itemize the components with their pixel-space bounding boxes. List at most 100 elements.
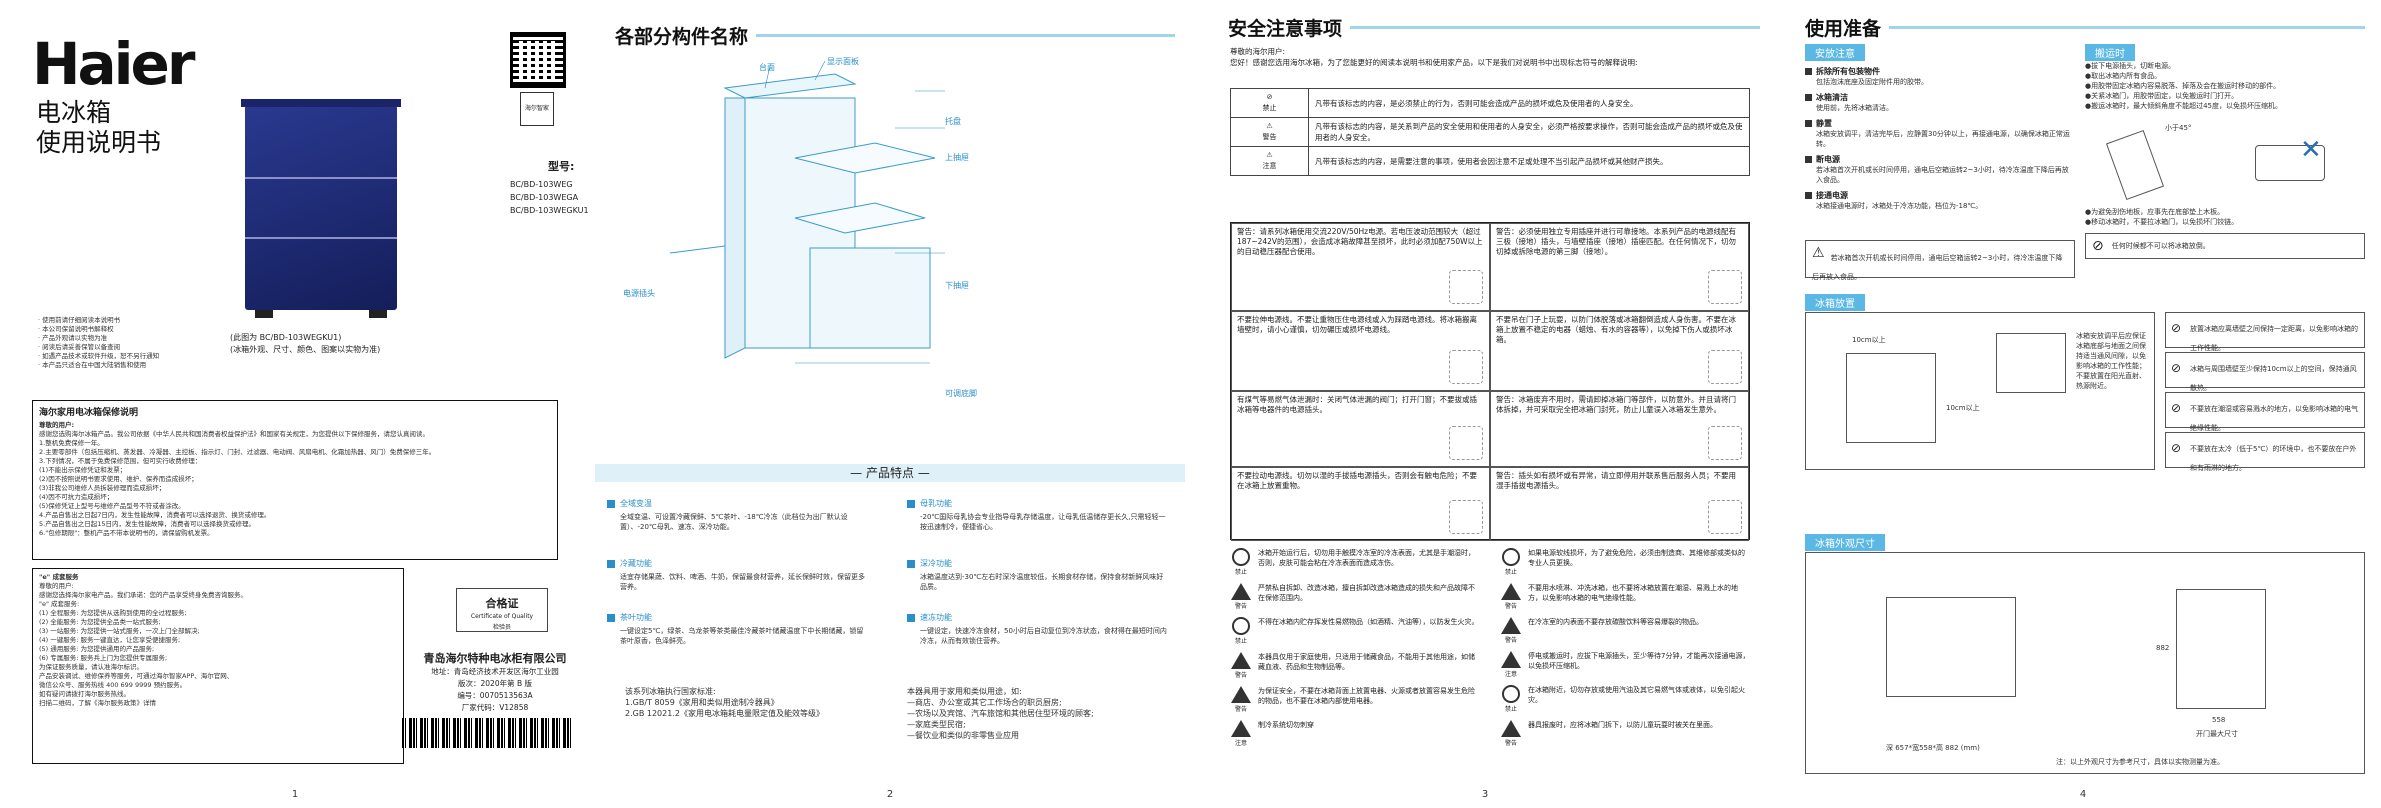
safety-cell-text: 有煤气等易燃气体泄漏时：关闭气体泄漏的阀门；打开门窗；不要拔或插冰箱等电器件的电… [1237,395,1477,414]
company-address: 地址：青岛经济技术开发区海尔工业园 [431,667,559,676]
move-extra-line: ●为避免刮伤地板，应事先在底部垫上木板。 [2085,208,2225,216]
placement-note-item: ⊘放置冰箱应离墙壁之间保持一定距离，以免影响冰箱的工作性能。 [2165,312,2365,352]
warranty-line: 1.整机免费保修一年。 [39,439,104,447]
page-safety: 安全注意事项 尊敬的海尔用户: 您好！感谢您选用海尔冰箱，为了您能更好的阅读本说… [1190,0,1780,808]
placement-note: 冰箱安放调平后应保证冰箱底部与地面之间保持适当通风间隙，以免影响冰箱的工作性能；… [2076,332,2146,390]
sign-text: 凡带有该标志的内容，是需要注意的事项，使用者会因注意不足或处理不当引起产品损坏或… [1308,146,1750,176]
warning-item: 警告不要用水喷淋、冲洗冰箱，也不要将冰箱放置在潮湿、易溅上水的地方，以免影响冰箱… [1500,583,1750,610]
title-line-2: 使用说明书 [36,128,162,157]
dims-caption-right: 开门最大尺寸 [2196,730,2238,738]
warning-item: 禁止冰箱开始运行后，切勿用手触摸冷冻室的冷冻表面，尤其是手潮湿时，否则，皮肤可能… [1230,548,1480,576]
section-title: 使用准备 [1805,18,1882,40]
safety-cell: 警告：必须使用独立专用插座并进行可靠接地。本系列产品的电源线配有三极（接地）插头… [1490,223,1749,311]
disposal-illustration-icon [1708,426,1742,460]
service-line: 尊敬的用户: [39,582,74,590]
bullet-item: · 阅读后请妥善保管以备查阅 [38,343,121,351]
barcode-icon [402,718,572,748]
warnings-right: 禁止如果电源软线损坏，为了避免危险，必须由制造商、其维修部或类似的专业人员更换。… [1500,548,1750,754]
dims-caption: 深 657*宽558*高 882 (mm) [1886,744,1980,752]
cert-subtitle: Certificate of Quality [470,613,534,620]
label-power-plug: 电源插头 [623,289,655,298]
safety-cell-text: 不要拉动电源线。切勿以湿的手拔插电源插头，否则会有触电危险；不要在冰箱上放置重物… [1237,471,1477,490]
placement-illustration: 10cm以上 10cm以上 冰箱安放调平后应保证冰箱底部与地面之间保持适当通风间… [1805,312,2155,470]
cert-title: 合格证 [485,597,519,610]
cord-illustration-icon [1449,350,1483,384]
prohibit-icon: ⊘禁止 [1230,88,1309,118]
warning-icon [1231,686,1251,703]
warning-label: 禁止 [1234,569,1247,576]
tab-placement: 冰箱放置 [1805,294,1865,311]
fridge-clearance-icon [1846,353,1936,443]
fridge-front-outline-icon [2176,589,2266,709]
side-panel-shape [724,97,746,359]
placement-note-item: ⊘不要放在潮湿或容易溅水的地方，以免影响冰箱的电气绝缘性能。 [2165,392,2365,432]
plug-illustration-icon [1449,270,1483,304]
power-cord-line [669,245,726,254]
warranty-line: (1)不能出示保修凭证和发票； [39,466,127,474]
section-header: 安全注意事项 [1228,14,1760,41]
safety-cell-text: 不要吊在门子上玩耍，以防门体脱落或冰箱翻倒造成人身伤害。不要在冰箱上放置不稳定的… [1496,315,1736,344]
safety-cell: 不要吊在门子上玩耍，以防门体脱落或冰箱翻倒造成人身伤害。不要在冰箱上放置不稳定的… [1490,311,1749,391]
caution-icon [1501,651,1521,668]
safety-cell-text: 警告：插头如有损坏或有异常，请立即停用并联系售后服务人员；不要用湿手插拔电源插头… [1496,471,1736,490]
service-line: 如有疑问请拨打海尔服务热线。 [39,690,130,698]
warning-item: 禁止不得在冰箱内贮存挥发性易燃物品（如酒精、汽油等），以防发生火灾。 [1230,617,1480,645]
qr-code-icon[interactable] [510,32,566,88]
safety-cell-text: 警告：冰箱废弃不用时，需请卸掉冰箱门等部件，以防意外。并且请将门体拆掉，并可采取… [1496,395,1736,414]
move-extra-line: ●移动冰箱时，不要拉冰箱门，以免损坏门铰链。 [2085,218,2239,226]
bullet-item: · 本公司保留说明书解释权 [38,325,114,333]
feature-item: 速冻功能 一键设定，快速冷冻食材，50小时后自动复位到冷冻状态，食材得在最短时间… [907,612,1167,646]
install-item-title: 断电源 [1816,155,1840,164]
warning-icon [1501,720,1521,737]
warranty-line: (4)因不可抗力造成损坏； [39,493,114,501]
document-title: 电冰箱 使用说明书 [36,98,161,158]
placement-section: 冰箱放置 [1805,292,2365,311]
page-number: 3 [1481,789,1489,800]
warranty-greeting: 尊敬的用户: [39,421,75,429]
feature-item: 茶叶功能 一键设定5℃，绿茶、乌龙茶等茶类最佳冷藏茶叶储藏温度下中长期储藏，锁留… [607,612,867,646]
socket-illustration-icon [1708,270,1742,304]
tab-dimensions: 冰箱外观尺寸 [1805,534,1885,551]
placement-note-item: ⊘不要放在太冷（低于5℃）的环境中，也不要放在户外和有雨淋的地方。 [2165,432,2365,472]
caption-line: (此图为 BC/BD-103WEGKU1) [230,333,342,342]
safety-cell: 警告：插头如有损坏或有异常，请立即停用并联系售后服务人员；不要用湿手插拔电源插头… [1490,467,1749,541]
move-warning-box: ⊘ 任何时候都不可以将冰箱放倒。 [2085,233,2365,259]
warning-icon: ⚠警告 [1230,117,1309,147]
manufacturer-code: 厂家代码：V12858 [461,703,529,712]
warning-text: 在冷冻室的内表面不要存放碳酸饮料等容易爆裂的物品。 [1528,618,1703,626]
section-header: 各部分构件名称 [615,22,1175,49]
label-adjustable-feet: 可调底脚 [945,389,977,398]
service-line: (3) 一站服务: 为您提供一站式服务，一次上门全部解决; [39,627,200,635]
moving-illustration: 小于45° ✕ [2085,115,2365,207]
company-name: 青岛海尔特种电冰柜有限公司 [423,652,567,665]
feature-title: 冷藏功能 [620,559,652,568]
warnings-left: 禁止冰箱开始运行后，切勿用手触摸冷冻室的冷冻表面，尤其是手潮湿时，否则，皮肤可能… [1230,548,1480,754]
service-line: 感谢您选择海尔家电产品。我们承诺：您的产品享受终身免费咨询服务。 [39,591,247,599]
feature-bullet-icon [607,499,615,508]
placement-note-text: 不要放在太冷（低于5℃）的环境中，也不要放在户外和有雨淋的地方。 [2190,445,2357,472]
label-lower-drawer: 下抽屉 [945,281,969,290]
no-lying-cross-icon: ✕ [2300,135,2322,165]
warning-item: 注意制冷系统切勿刺穿 [1230,720,1480,747]
app-badge-label: 海尔智家 [524,105,549,112]
install-item-title: 拆除所有包装物件 [1816,67,1880,76]
hand-plug-illustration-icon [1449,500,1483,534]
caution-icon: ⚠注意 [1230,146,1309,176]
placement-note-text: 放置冰箱应离墙壁之间保持一定距离，以免影响冰箱的工作性能。 [2190,325,2358,352]
feature-desc: 冰箱温度达到-30℃左右时深冷温度较低，长期食材存储，保持食材新鲜风味好品质。 [920,573,1164,591]
feature-title: 母乳功能 [920,499,952,508]
fridge-3d-outline-icon [1886,597,2016,697]
warranty-line: 感谢您选购海尔冰箱产品。我公司依据《中华人民共和国消费者权益保护法》和国家有关规… [39,430,429,438]
warranty-line: 5.产品自售出之日起15日内，发生性能故障，消费者可以选择换货或修理。 [39,520,255,528]
service-line: (1) 全程服务: 为您提供从选购到使用的全过程服务; [39,609,187,617]
safety-intro-text: 您好！感谢您选用海尔冰箱，为了您能更好的阅读本说明书和使用家产品，以下是我们对说… [1230,58,1638,67]
warranty-line: (5)保修凭证上型号与维修产品型号不符或者涂改。 [39,502,185,510]
service-line: 扫描二维码，了解《海尔服务政策》详情 [39,699,156,707]
top-cover-shape [723,73,857,99]
move-warning-text: 任何时候都不可以将冰箱放倒。 [2111,242,2210,250]
warning-label: 注意 [1234,740,1247,747]
warning-item: 注意停电或搬运时，应拔下电源插头，至少等待7分钟，才能再次接通电源，以免损坏压缩… [1500,651,1750,678]
image-caption: (此图为 BC/BD-103WEGKU1) (冰箱外观、尺寸、颜色、图案以实物为… [230,332,380,356]
truck-icon [2255,145,2325,181]
features-title: — 产品特点 — [595,464,1185,482]
